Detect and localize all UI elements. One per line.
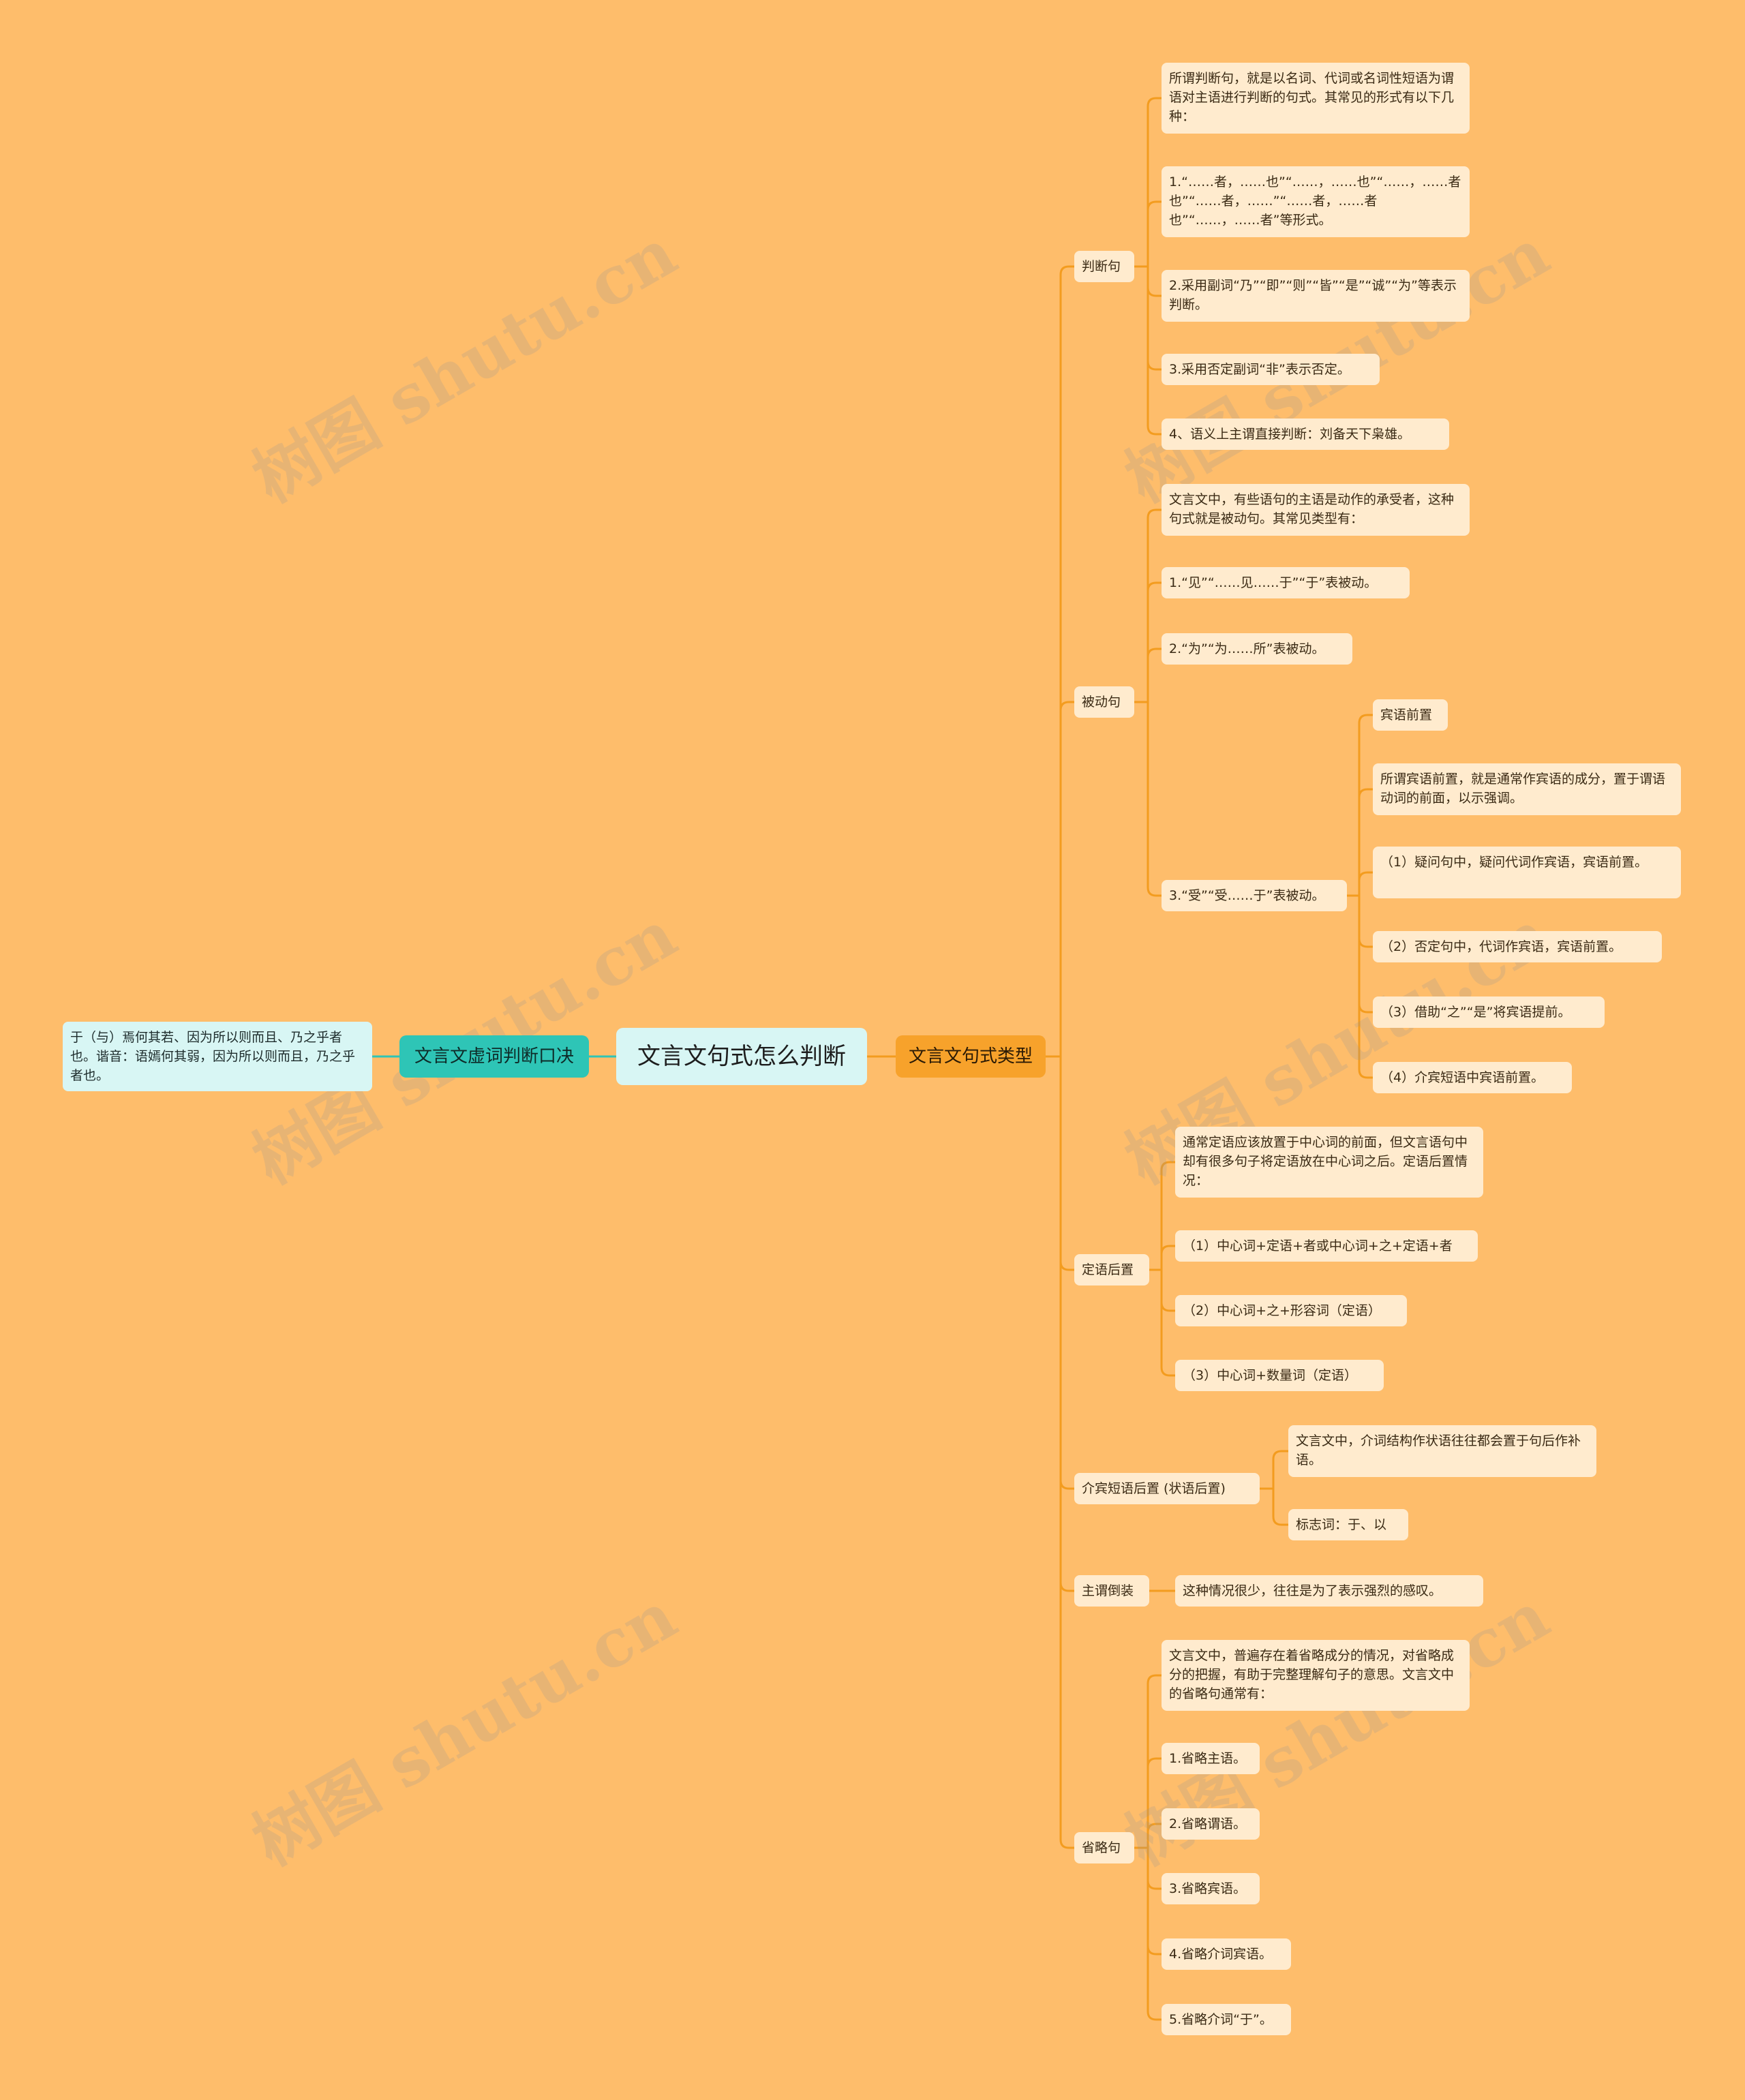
leaf-node[interactable]: 4、语义上主谓直接判断：刘备天下枭雄。 [1162, 419, 1449, 450]
leaf-node[interactable]: 2.“为”“为……所”表被动。 [1162, 633, 1352, 665]
leaf-node[interactable]: 4.省略介词宾语。 [1162, 1938, 1291, 1970]
leaf-node[interactable]: 所谓判断句，就是以名词、代词或名词性短语为谓语对主语进行判断的句式。其常见的形式… [1162, 63, 1470, 134]
connector-line [1260, 1450, 1288, 1490]
connector-line [1046, 701, 1074, 1058]
root-node[interactable]: 文言文句式怎么判断 [616, 1028, 867, 1085]
leaf-node[interactable]: 文言文中，介词结构作状语往往都会置于句后作补语。 [1288, 1425, 1596, 1477]
branch-dingyu-houzhi[interactable]: 定语后置 [1074, 1254, 1149, 1285]
branch-panduanju[interactable]: 判断句 [1074, 251, 1134, 282]
leaf-node[interactable]: 宾语前置 [1373, 699, 1448, 731]
connector-line [1134, 581, 1162, 703]
branch-beidongju[interactable]: 被动句 [1074, 686, 1134, 718]
connector-line [1347, 871, 1373, 897]
connector-line [1134, 1846, 1162, 2021]
leaf-node[interactable]: 这种情况很少，往往是为了表示强烈的感叹。 [1175, 1575, 1483, 1607]
connector-line [1149, 1245, 1175, 1271]
leaf-node[interactable]: 1.“……者，……也”“……，……也”“……，……者也”“……者，……”“……者… [1162, 166, 1470, 237]
connector-line [1260, 1487, 1288, 1526]
leaf-node[interactable]: 文言文中，有些语句的主语是动作的承受者，这种句式就是被动句。其常见类型有： [1162, 484, 1470, 536]
leaf-node[interactable]: 文言文中，普遍存在着省略成分的情况，对省略成分的把握，有助于完整理解句子的意思。… [1162, 1640, 1470, 1711]
left-main-node[interactable]: 文言文虚词判断口决 [399, 1035, 589, 1078]
leaf-node[interactable]: 3.“受”“受……于”表被动。 [1162, 880, 1347, 911]
leaf-node[interactable]: （1）疑问句中，疑问代词作宾语，宾语前置。 [1373, 847, 1681, 898]
right-main-node[interactable]: 文言文句式类型 [896, 1035, 1046, 1078]
leaf-node[interactable]: 1.“见”“……见……于”“于”表被动。 [1162, 567, 1410, 598]
connector-line [1046, 265, 1074, 1058]
leaf-node[interactable]: 通常定语应该放置于中心词的前面，但文言语句中却有很多句子将定语放在中心词之后。定… [1175, 1127, 1483, 1198]
left-leaf-node[interactable]: 于（与）焉何其若、因为所以则而且、乃之乎者也。谐音：语嫣何其弱，因为所以则而且，… [63, 1022, 372, 1091]
leaf-node[interactable]: 1.省略主语。 [1162, 1743, 1260, 1774]
branch-shengluejv[interactable]: 省略句 [1074, 1832, 1134, 1863]
branch-zhuwei-daozhuang[interactable]: 主谓倒装 [1074, 1575, 1149, 1607]
leaf-node[interactable]: （3）借助“之”“是”将宾语提前。 [1373, 996, 1605, 1028]
connector-line [1347, 714, 1373, 897]
leaf-node[interactable]: 标志词：于、以 [1288, 1509, 1408, 1540]
connector-line [1134, 265, 1162, 436]
leaf-node[interactable]: 5.省略介词“于”。 [1162, 2004, 1291, 2035]
leaf-node[interactable]: （3）中心词+数量词（定语） [1175, 1360, 1384, 1391]
leaf-node[interactable]: 2.采用副词“乃”“即”“则”“皆”“是”“诚”“为”等表示判断。 [1162, 270, 1470, 322]
leaf-node[interactable]: 3.省略宾语。 [1162, 1873, 1260, 1904]
leaf-node[interactable]: （1）中心词+定语+者或中心词+之+定语+者 [1175, 1230, 1478, 1262]
leaf-node[interactable]: 2.省略谓语。 [1162, 1808, 1260, 1840]
connector-line [1347, 894, 1373, 1079]
connector-line [1134, 1757, 1162, 1849]
branch-jiebin-houzhi[interactable]: 介宾短语后置 (状语后置) [1074, 1473, 1260, 1504]
connector-line [1134, 97, 1162, 268]
leaf-node[interactable]: 所谓宾语前置，就是通常作宾语的成分，置于谓语动词的前面，以示强调。 [1373, 763, 1681, 815]
connector-line [1134, 648, 1162, 703]
connector-line [1347, 788, 1373, 897]
connector-line [1149, 1161, 1175, 1271]
connector-line [1134, 508, 1162, 703]
connector-line [1134, 200, 1162, 268]
connector-line [1134, 701, 1162, 897]
connector-line [1134, 1823, 1162, 1849]
leaf-node[interactable]: （2）中心词+之+形容词（定语） [1175, 1295, 1407, 1326]
leaf-node[interactable]: （2）否定句中，代词作宾语，宾语前置。 [1373, 931, 1662, 962]
connector-line [1149, 1268, 1175, 1377]
leaf-node[interactable]: （4）介宾短语中宾语前置。 [1373, 1062, 1572, 1093]
connector-line [1046, 1055, 1074, 1849]
connector-line [1134, 1674, 1162, 1849]
leaf-node[interactable]: 3.采用否定副词“非”表示否定。 [1162, 354, 1380, 385]
